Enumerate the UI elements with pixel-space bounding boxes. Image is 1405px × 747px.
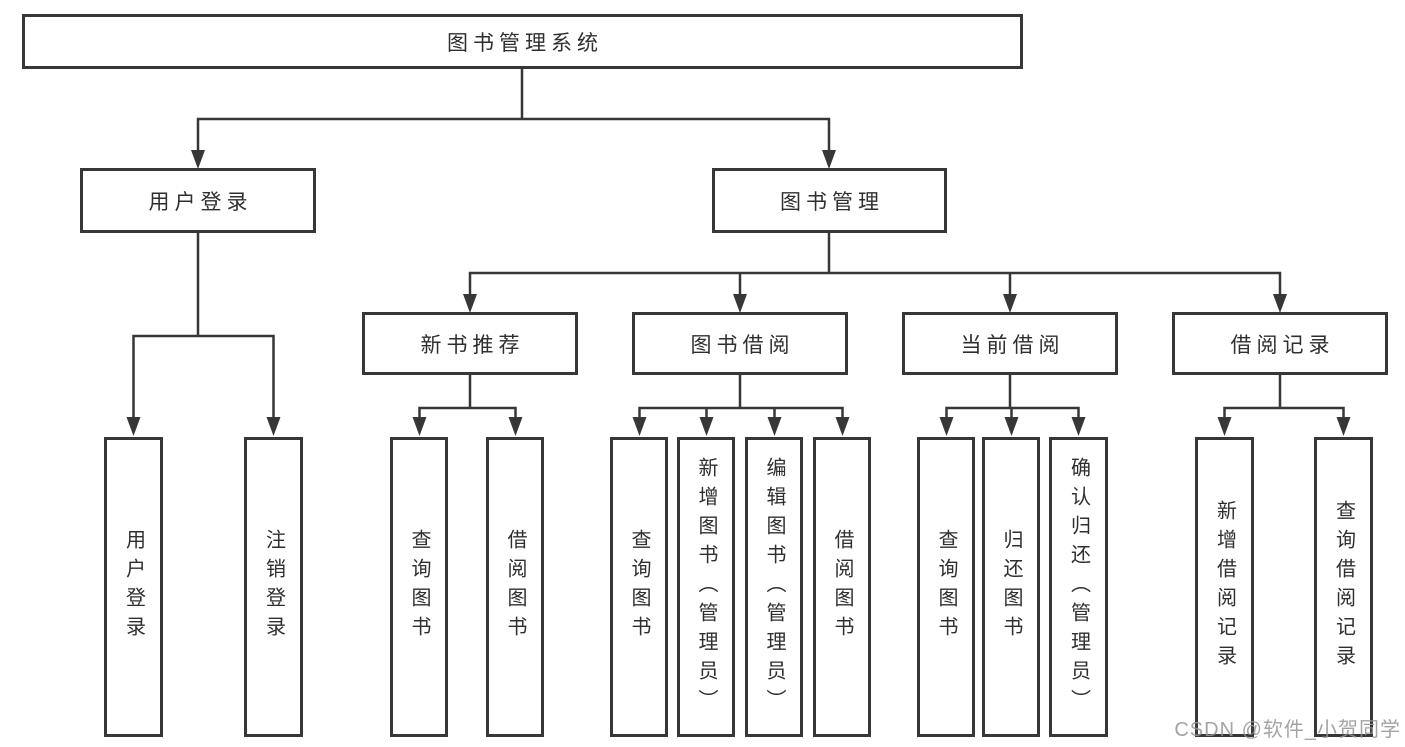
- node-borrowing-records: 借阅记录: [1172, 312, 1388, 375]
- node-br-query-record: 查询借阅记录: [1314, 437, 1373, 737]
- node-cb-return-books: 归还图书: [982, 437, 1040, 737]
- node-bb-borrow-books: 借阅图书: [813, 437, 871, 737]
- node-nbr-query-books: 查询图书: [390, 437, 448, 737]
- node-logout-action: 注销登录: [244, 437, 303, 737]
- node-bb-edit-books-admin: 编辑图书（管理员）: [745, 437, 803, 737]
- node-cb-query-books: 查询图书: [917, 437, 975, 737]
- node-book-management: 图书管理: [712, 168, 947, 233]
- node-br-add-record: 新增借阅记录: [1195, 437, 1254, 737]
- node-user-login: 用户登录: [80, 168, 316, 233]
- node-current-borrowing: 当前借阅: [902, 312, 1118, 375]
- node-user-login-action: 用户登录: [104, 437, 163, 737]
- node-new-book-recommend: 新书推荐: [362, 312, 578, 375]
- node-book-borrowing: 图书借阅: [632, 312, 848, 375]
- node-cb-confirm-return-admin: 确认归还（管理员）: [1049, 437, 1108, 737]
- node-bb-add-books-admin: 新增图书（管理员）: [677, 437, 735, 737]
- node-bb-query-books: 查询图书: [610, 437, 668, 737]
- node-nbr-borrow-books: 借阅图书: [486, 437, 544, 737]
- watermark-csdn: CSDN @软件_小贺同学: [1174, 719, 1401, 741]
- node-library-management-system: 图书管理系统: [22, 14, 1023, 69]
